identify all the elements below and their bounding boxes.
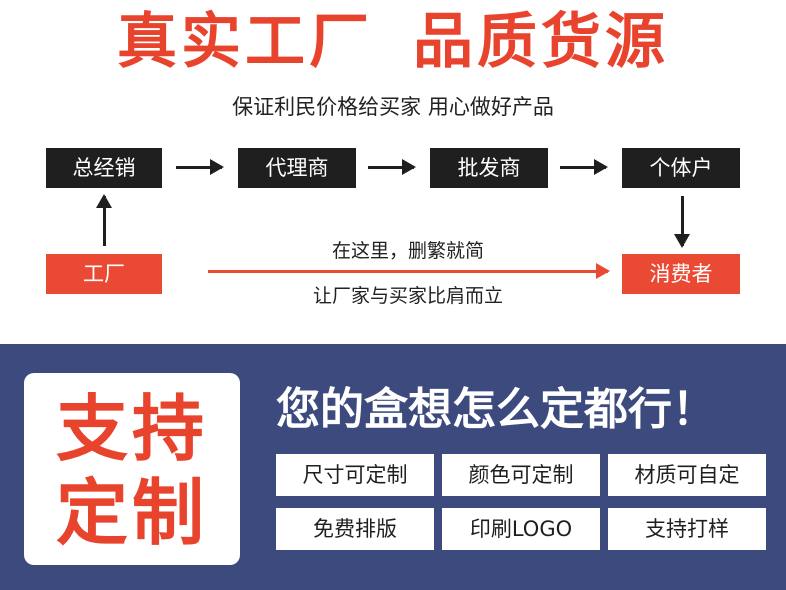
headline-left: 真实工厂: [117, 7, 373, 77]
arrow-right-icon: [560, 159, 608, 175]
tag-color: 颜色可定制: [442, 454, 600, 496]
note-top: 在这里，删繁就简: [331, 240, 484, 262]
card-line2: 定制: [55, 471, 208, 555]
subline: 保证利民价格给买家 用心做好产品: [232, 95, 554, 119]
promo-card: [24, 373, 240, 565]
flow-box-consumer: 消费者: [622, 254, 740, 294]
arrow-right-red-icon: [208, 263, 610, 279]
flow-box-agent: 代理商: [238, 148, 356, 188]
note-bottom: 让厂家与买家比肩而立: [312, 285, 503, 307]
arrow-up-icon: [96, 194, 112, 246]
arrow-right-icon: [176, 159, 224, 175]
arrow-down-icon: [674, 196, 690, 248]
flow-box-retailer: 个体户: [622, 148, 740, 188]
tag-size: 尺寸可定制: [276, 454, 434, 496]
flow-box-distributor: 总经销: [46, 148, 162, 188]
headline: 真实工厂品质货源: [0, 4, 786, 80]
tag-logo: 印刷LOGO: [442, 508, 600, 550]
tag-sample: 支持打样: [608, 508, 766, 550]
headline-right: 品质货源: [413, 7, 669, 77]
arrow-right-icon: [368, 159, 416, 175]
tag-material: 材质可自定: [608, 454, 766, 496]
slogan: 您的盒想怎么定都行！: [276, 384, 716, 435]
flow-box-wholesaler: 批发商: [430, 148, 548, 188]
card-line1: 支持: [55, 387, 208, 471]
tag-layout: 免费排版: [276, 508, 434, 550]
flow-box-factory: 工厂: [46, 254, 162, 294]
